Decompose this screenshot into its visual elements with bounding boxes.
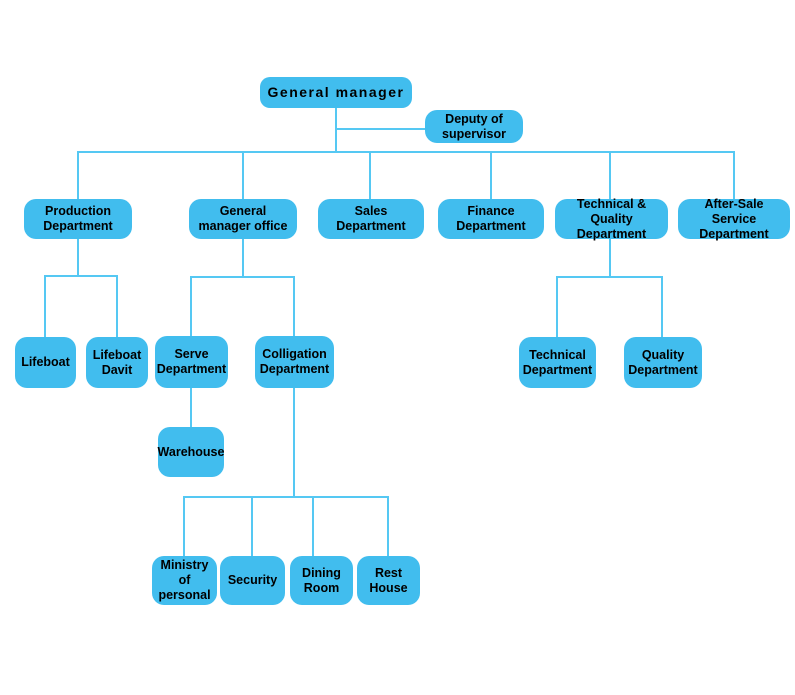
org-node-lifeboat: Lifeboat — [15, 337, 76, 388]
connector-gm-office-subtree — [190, 239, 295, 337]
org-node-technical-department: Technical Department — [519, 337, 596, 388]
connector-technical-quality-subtree — [556, 239, 663, 337]
org-node-colligation-department: Colligation Department — [255, 336, 334, 388]
org-node-rest-house: Rest House — [357, 556, 420, 605]
org-node-serve-department: Serve Department — [155, 336, 228, 388]
org-node-warehouse: Warehouse — [158, 427, 224, 477]
org-node-deputy-of-supervisor: Deputy of supervisor — [425, 110, 523, 143]
connector-main-bus — [77, 151, 735, 199]
connector-colligation-subtree — [183, 388, 389, 556]
org-node-sales-department: Sales Department — [318, 199, 424, 239]
org-node-security: Security — [220, 556, 285, 605]
org-node-ministry-of-personal: Ministry of personal — [152, 556, 217, 605]
org-node-lifeboat-davit: Lifeboat Davit — [86, 337, 148, 388]
org-node-technical-quality-department: Technical & Quality Department — [555, 197, 668, 241]
org-node-after-sale-service-department: After-Sale Service Department — [678, 197, 790, 241]
org-node-general-manager-office: General manager office — [189, 199, 297, 239]
org-node-general-manager: General manager — [260, 77, 412, 108]
org-node-dining-room: Dining Room — [290, 556, 353, 605]
org-node-finance-department: Finance Department — [438, 199, 544, 239]
connector-production-subtree — [44, 239, 118, 337]
org-node-production-department: Production Department — [24, 199, 132, 239]
org-node-quality-department: Quality Department — [624, 337, 702, 388]
